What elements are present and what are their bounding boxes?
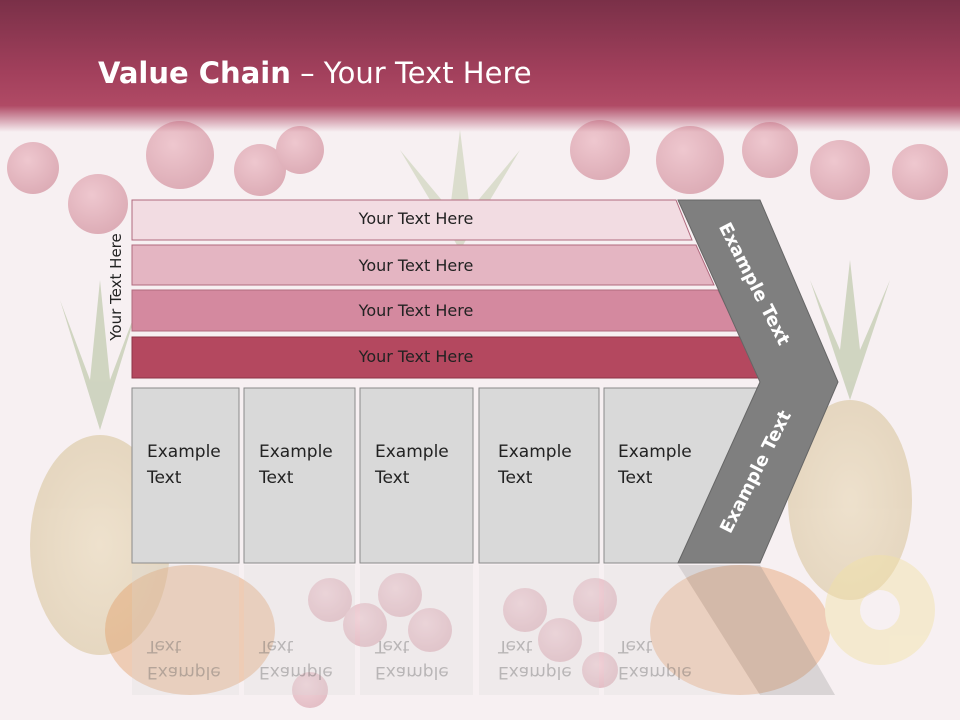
box-4[interactable] — [478, 387, 600, 564]
row-4-label: Your Text Here — [358, 347, 474, 366]
box-1[interactable] — [131, 387, 240, 564]
row-2-bar[interactable] — [131, 244, 715, 286]
box-2[interactable] — [243, 387, 356, 564]
row-3-label: Your Text Here — [358, 301, 474, 320]
side-label: Your Text Here — [107, 233, 125, 341]
row-1-bar[interactable] — [131, 199, 693, 241]
title-bold: Value Chain — [98, 56, 291, 90]
title-rest: – Your Text Here — [290, 56, 532, 90]
box-3[interactable] — [359, 387, 474, 564]
row-1-label: Your Text Here — [358, 209, 474, 228]
chevron-arrow[interactable] — [677, 199, 839, 564]
box-reflections — [132, 565, 835, 695]
row-2-label: Your Text Here — [358, 256, 474, 275]
header-band — [0, 0, 960, 132]
page-title: Value Chain – Your Text Here — [98, 56, 532, 90]
